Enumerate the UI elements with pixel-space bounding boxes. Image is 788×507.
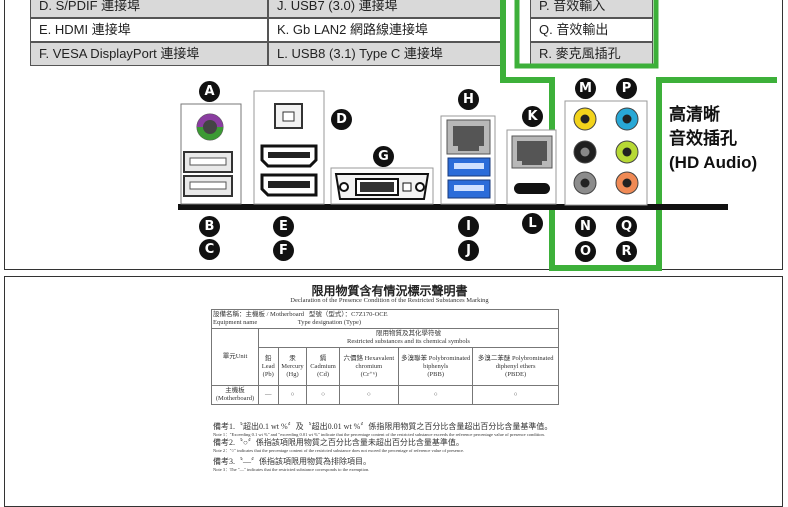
hd-audio-line2: 音效插孔 — [669, 129, 737, 148]
badge-a: A — [199, 81, 220, 102]
substance-header-5: 多溴二苯醚 Polybrominated diphenyl ethers(PBD… — [472, 347, 559, 386]
badge-k: K — [522, 106, 543, 127]
type-designation-en: Type designation (Type) — [297, 319, 362, 326]
legend-cell-d: D. S/PDIF 連接埠 — [30, 0, 268, 18]
lan-typec-stack-2 — [506, 129, 557, 205]
equipment-name-en: Equipment name — [213, 319, 258, 326]
badge-d: D — [331, 109, 352, 130]
substance-header-0: 鉛Lead(Pb) — [258, 347, 279, 386]
badge-g: G — [373, 146, 394, 167]
substance-name-4: 多溴聯苯 Polybrominated biphenyls — [401, 354, 471, 370]
badge-f: F — [273, 240, 294, 261]
restricted-header-en: Restricted substances and its chemical s… — [347, 338, 470, 345]
value-pbb: ○ — [398, 385, 474, 405]
legend-cell-j: J. USB7 (3.0) 連接埠 — [268, 0, 502, 18]
substance-header-2: 鎘Cadmium(Cd) — [306, 347, 340, 386]
substance-symbol-3: (Cr⁺⁶) — [360, 370, 378, 378]
substance-symbol-5: (PBDE) — [505, 370, 527, 378]
badge-o: O — [575, 241, 596, 262]
green-frame-outline — [500, 0, 777, 271]
legend-cell-l: L. USB8 (3.1) Type C 連接埠 — [268, 42, 502, 66]
green-frame-inner — [514, 0, 659, 69]
restricted-header-zh: 限用物質及其化學符號 — [376, 330, 441, 337]
io-shield-bar — [178, 204, 728, 210]
restricted-header: 限用物質及其化學符號 Restricted substances and its… — [258, 328, 559, 348]
hd-audio-highlight-frame — [500, 0, 777, 271]
port-diagram-panel — [4, 0, 783, 270]
substance-symbol-2: (Cd) — [317, 370, 329, 378]
badge-r: R — [616, 241, 637, 262]
legend-cell-q: Q. 音效輸出 — [530, 18, 653, 42]
substance-name-0: 鉛Lead — [261, 354, 275, 370]
substance-symbol-1: (Hg) — [286, 370, 299, 378]
ps2-usb-stack — [180, 103, 242, 205]
badge-m: M — [575, 78, 596, 99]
badge-j: J — [458, 240, 479, 261]
badge-l: L — [522, 213, 543, 234]
unit-header: 單元Unit — [211, 328, 259, 386]
row-unit-motherboard: 主機板 (Motherboard) — [211, 385, 259, 405]
audio-jack-cluster — [564, 100, 648, 206]
note-1-en: Note 1："Exceeding 0.1 wt %" and "exceedi… — [213, 432, 545, 437]
value-cd: ○ — [306, 385, 340, 405]
value-pb: — — [258, 385, 279, 405]
badge-c: C — [199, 239, 220, 260]
badge-n: N — [575, 216, 596, 237]
note-2: 備考2.〝○〞係指該項限用物質之百分比含量未超出百分比含量基準值。 — [213, 438, 464, 447]
hd-audio-line1: 高清晰 — [669, 105, 720, 124]
substance-name-2: 鎘Cadmium — [310, 354, 336, 370]
legend-cell-e: E. HDMI 連接埠 — [30, 18, 268, 42]
badge-e: E — [273, 216, 294, 237]
hd-audio-label: 高清晰 音效插孔 (HD Audio) — [669, 103, 757, 175]
substance-name-3: 六價鉻 Hexavalent chromium — [343, 354, 395, 370]
declaration-subtitle: Declaration of the Presence Condition of… — [290, 297, 489, 304]
badge-q: Q — [616, 216, 637, 237]
dvi-port — [330, 167, 434, 205]
legend-cell-p: P. 音效輸入 — [530, 0, 653, 18]
declaration-title: 限用物質含有情況標示聲明書 — [311, 284, 468, 298]
substance-header-3: 六價鉻 Hexavalent chromium(Cr⁺⁶) — [338, 347, 400, 386]
value-cr6: ○ — [338, 385, 400, 405]
equipment-name: 設備名稱：主機板 / Motherboard — [213, 311, 304, 318]
rear-io-ports — [180, 90, 648, 206]
substance-header-4: 多溴聯苯 Polybrominated biphenyls(PBB) — [398, 347, 474, 386]
badge-b: B — [199, 216, 220, 237]
restricted-substances-table: 設備名稱：主機板 / Motherboard 型號（型式）：C7Z170-OCE… — [211, 309, 559, 405]
equipment-row: 設備名稱：主機板 / Motherboard 型號（型式）：C7Z170-OCE… — [211, 309, 559, 329]
substance-symbol-4: (PBB) — [427, 370, 445, 378]
badge-h: H — [458, 89, 479, 110]
type-designation: 型號（型式）：C7Z170-OCE — [308, 311, 388, 318]
legend-cell-f: F. VESA DisplayPort 連接埠 — [30, 42, 268, 66]
value-pbde: ○ — [472, 385, 559, 405]
badge-p: P — [616, 78, 637, 99]
substance-name-1: 汞Mercury — [281, 354, 304, 370]
note-2-en: Note 2："○" indicates that the percentage… — [213, 448, 465, 453]
lan-usb-stack-1 — [440, 115, 496, 205]
substance-symbol-0: (Pb) — [262, 370, 274, 378]
substance-header-1: 汞Mercury(Hg) — [277, 347, 308, 386]
value-hg: ○ — [277, 385, 308, 405]
note-3-en: Note 3：The "—" indicates that the restri… — [213, 467, 370, 472]
hd-audio-line3: (HD Audio) — [669, 153, 758, 172]
declaration-notes: 備考1.〝超出0.1 wt %〞及〝超出0.01 wt %〞係指限用物質之百分比… — [213, 422, 558, 473]
spdif-hdmi-dp-stack — [253, 90, 325, 205]
note-1: 備考1.〝超出0.1 wt %〞及〝超出0.01 wt %〞係指限用物質之百分比… — [213, 422, 553, 431]
substance-name-5: 多溴二苯醚 Polybrominated diphenyl ethers — [477, 354, 554, 370]
badge-i: I — [458, 216, 479, 237]
note-3: 備考3.〝—〞係指該項限用物質為排除項目。 — [213, 457, 371, 466]
